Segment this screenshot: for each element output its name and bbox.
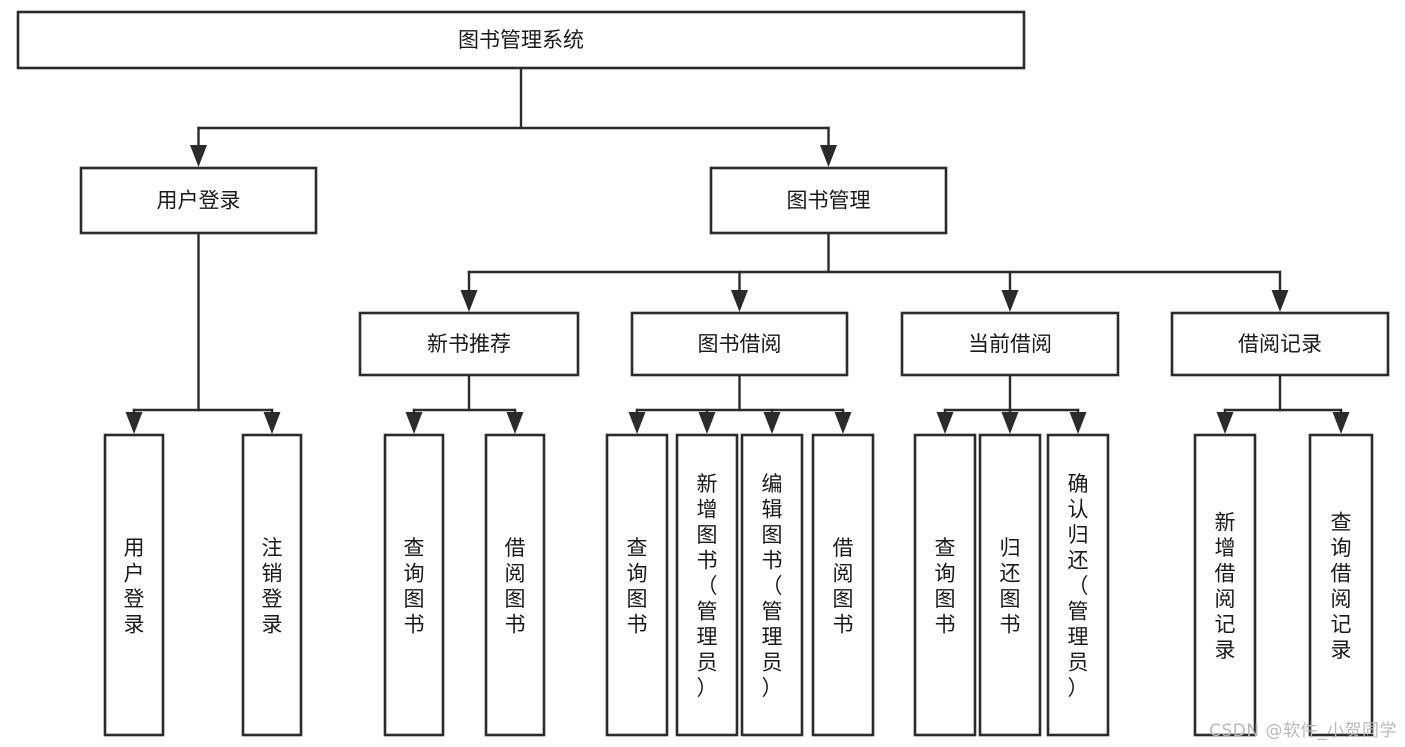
watermark-label: CSDN @软件_小贺同学 [1209, 721, 1397, 741]
node-label: 当前借阅 [968, 332, 1052, 356]
node-box[interactable] [900, 311, 1120, 377]
node-layer: 图书管理系统用户登录图书管理新书推荐图书借阅当前借阅借阅记录用户登录注销登录查询… [16, 10, 1390, 737]
node-box[interactable] [16, 10, 1026, 70]
arrow-head-icon [1001, 290, 1019, 312]
arrow-head-icon [460, 290, 478, 312]
node-l2_1[interactable]: 用户登录 [79, 166, 318, 235]
arrow-head-icon [1001, 412, 1019, 434]
node-leaf_10[interactable]: 归还图书 [978, 433, 1042, 737]
node-box[interactable] [675, 433, 739, 737]
node-leaf_9[interactable]: 查询图书 [913, 433, 977, 737]
node-box[interactable] [103, 433, 165, 737]
arrow-head-icon [125, 412, 143, 434]
arrow-head-icon [405, 412, 423, 434]
node-box[interactable] [709, 166, 948, 235]
connector-layer [125, 66, 1350, 434]
arrow-head-icon [1216, 412, 1234, 434]
arrow-head-icon [190, 145, 207, 167]
node-label: 图书借阅 [698, 332, 782, 356]
node-label: 借阅图书 [505, 536, 526, 637]
node-label: 查询图书 [404, 536, 425, 637]
node-box[interactable] [978, 433, 1042, 737]
node-leaf_13[interactable]: 查询借阅记录 [1308, 433, 1374, 737]
arrow-head-icon [763, 412, 781, 434]
node-label: 新书推荐 [427, 332, 511, 356]
arrow-head-icon [263, 412, 281, 434]
node-box[interactable] [1170, 311, 1390, 377]
node-box[interactable] [1046, 433, 1110, 737]
node-leaf_2[interactable]: 注销登录 [241, 433, 303, 737]
node-leaf_8[interactable]: 借阅图书 [811, 433, 875, 737]
node-label: 用户登录 [124, 536, 145, 637]
node-label: 归还图书 [1000, 536, 1021, 637]
node-box[interactable] [383, 433, 445, 737]
node-l3_1[interactable]: 新书推荐 [358, 311, 580, 377]
arrow-head-icon [628, 412, 646, 434]
node-box[interactable] [811, 433, 875, 737]
arrow-head-icon [820, 145, 837, 167]
node-label: 确认归还（管理员） [1068, 472, 1089, 700]
arrow-head-icon [731, 290, 748, 312]
arrow-head-icon [506, 412, 524, 434]
node-root[interactable]: 图书管理系统 [16, 10, 1026, 70]
node-box[interactable] [630, 311, 849, 377]
node-box[interactable] [79, 166, 318, 235]
node-leaf_11[interactable]: 确认归还（管理员） [1046, 433, 1110, 737]
node-label: 注销登录 [262, 536, 283, 637]
node-l3_2[interactable]: 图书借阅 [630, 311, 849, 377]
arrow-head-icon [1069, 412, 1087, 434]
node-l2_2[interactable]: 图书管理 [709, 166, 948, 235]
node-box[interactable] [605, 433, 669, 737]
node-l3_3[interactable]: 当前借阅 [900, 311, 1120, 377]
node-label: 图书管理 [787, 189, 871, 213]
node-leaf_7[interactable]: 编辑图书（管理员） [740, 433, 804, 737]
arrow-head-icon [1332, 412, 1350, 434]
node-label: 借阅图书 [833, 536, 854, 637]
node-label: 查询借阅记录 [1331, 510, 1352, 662]
node-leaf_12[interactable]: 新增借阅记录 [1193, 433, 1257, 737]
node-box[interactable] [1193, 433, 1257, 737]
node-leaf_1[interactable]: 用户登录 [103, 433, 165, 737]
node-label: 用户登录 [157, 189, 241, 213]
node-box[interactable] [241, 433, 303, 737]
node-l3_4[interactable]: 借阅记录 [1170, 311, 1390, 377]
node-box[interactable] [913, 433, 977, 737]
node-label: 编辑图书（管理员） [762, 472, 783, 700]
arrow-head-icon [834, 412, 852, 434]
node-label: 图书管理系统 [458, 28, 584, 52]
arrow-head-icon [1271, 290, 1289, 312]
node-label: 新增图书（管理员） [697, 472, 718, 700]
node-label: 查询图书 [627, 536, 648, 637]
node-leaf_4[interactable]: 借阅图书 [484, 433, 546, 737]
node-leaf_5[interactable]: 查询图书 [605, 433, 669, 737]
node-box[interactable] [358, 311, 580, 377]
node-box[interactable] [740, 433, 804, 737]
node-leaf_3[interactable]: 查询图书 [383, 433, 445, 737]
node-box[interactable] [484, 433, 546, 737]
node-box[interactable] [1308, 433, 1374, 737]
arrow-head-icon [936, 412, 954, 434]
arrow-head-icon [698, 412, 716, 434]
node-leaf_6[interactable]: 新增图书（管理员） [675, 433, 739, 737]
node-label: 借阅记录 [1238, 332, 1322, 356]
node-label: 查询图书 [935, 536, 956, 637]
node-label: 新增借阅记录 [1215, 510, 1236, 662]
